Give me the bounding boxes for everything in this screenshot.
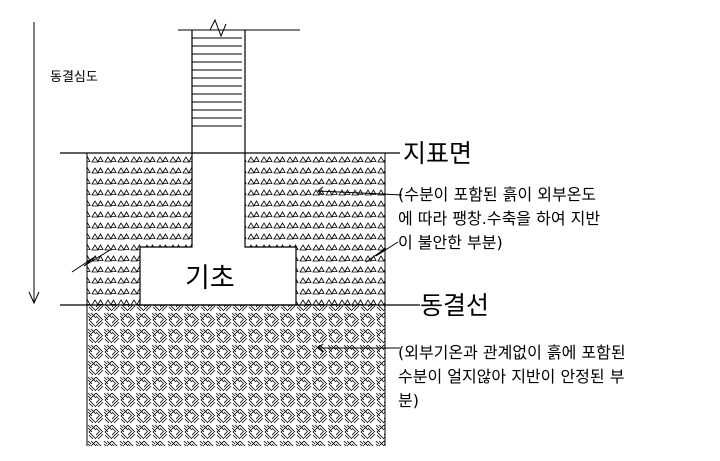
right-break-mark <box>365 241 399 263</box>
note-line: (수분이 포함된 흙이 외부온도 <box>398 185 597 204</box>
unstable-soil-note: (수분이 포함된 흙이 외부온도 에 따라 팽창.수축을 하여 지반 이 불안한… <box>398 183 600 255</box>
frost-soil-right <box>245 153 385 305</box>
note-line: 이 불안한 부분) <box>398 233 503 252</box>
break-line <box>178 18 300 38</box>
frost-depth-arrow <box>28 22 40 305</box>
stable-note-leader <box>317 343 400 353</box>
frost-depth-label: 동결심도 <box>50 70 98 85</box>
column-hatch <box>192 37 242 127</box>
stable-soil <box>87 305 385 446</box>
ground-surface-label: 지표면 <box>403 139 473 168</box>
note-line: 수분이 얼지않아 지반이 안정된 부 <box>398 367 625 386</box>
unstable-note-leader <box>317 186 403 196</box>
foundation-label: 기초 <box>185 263 235 294</box>
left-break-mark <box>71 249 111 273</box>
frost-soil-left <box>87 153 192 305</box>
note-line: 분) <box>398 391 419 410</box>
note-line: (외부기온과 관계없이 흙에 포함된 <box>398 343 626 362</box>
frost-line-label: 동결선 <box>420 291 490 320</box>
stable-soil-note: (외부기온과 관계없이 흙에 포함된 수분이 얼지않아 지반이 안정된 부 분) <box>398 341 626 413</box>
note-line: 에 따라 팽창.수축을 하여 지반 <box>398 209 601 228</box>
